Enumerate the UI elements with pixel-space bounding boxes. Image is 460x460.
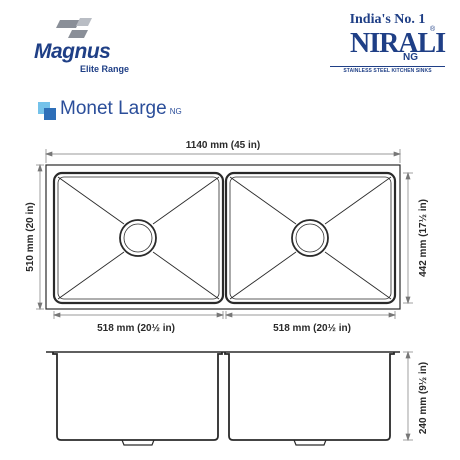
right-drain-front (293, 439, 327, 446)
nirali-tagline: India's No. 1 (349, 12, 426, 27)
top-view (45, 164, 401, 310)
overall-width-label: 1140 mm (45 in) (186, 140, 260, 151)
left-bowl-front (52, 352, 223, 441)
overall-width-dimension (44, 149, 402, 163)
magnus-logo: Magnus Elite Range (30, 14, 140, 74)
magnus-range-label: Elite Range (80, 64, 130, 74)
nirali-description: STAINLESS STEEL KITCHEN SINKS (330, 66, 445, 74)
overall-depth-dimension (36, 163, 44, 311)
right-bowl (224, 171, 397, 305)
right-bowl-front (224, 352, 395, 441)
inner-depth-dimension (403, 171, 413, 305)
left-drain-front (121, 439, 155, 446)
left-drain (119, 219, 157, 257)
product-name: Monet Large (60, 98, 167, 119)
left-bowl (52, 171, 225, 305)
nirali-variant-label: NG (403, 52, 418, 63)
registered-mark: ® (430, 26, 436, 33)
magnus-brand-name: Magnus (34, 40, 111, 63)
right-drain (291, 219, 329, 257)
nirali-logo: India's No. 1 NIRALI ® NG STAINLESS STEE… (330, 12, 446, 74)
nirali-brand-name: NIRALI (350, 28, 446, 59)
sink-outer-rim (45, 164, 401, 310)
magnus-emblem-icon (56, 18, 92, 38)
front-view (46, 351, 400, 446)
bowl-height-dimension (403, 350, 413, 442)
inner-depth-label: 442 mm (17½ in) (418, 199, 429, 277)
left-bowl-width-label: 518 mm (20½ in) (97, 323, 175, 334)
product-variant: NG (169, 107, 182, 116)
product-square-icon (38, 102, 56, 120)
right-bowl-width-label: 518 mm (20½ in) (273, 323, 351, 334)
bowl-height-label: 240 mm (9½ in) (418, 362, 429, 434)
overall-depth-label: 510 mm (20 in) (25, 202, 36, 271)
bowl-width-dimensions (52, 311, 397, 319)
